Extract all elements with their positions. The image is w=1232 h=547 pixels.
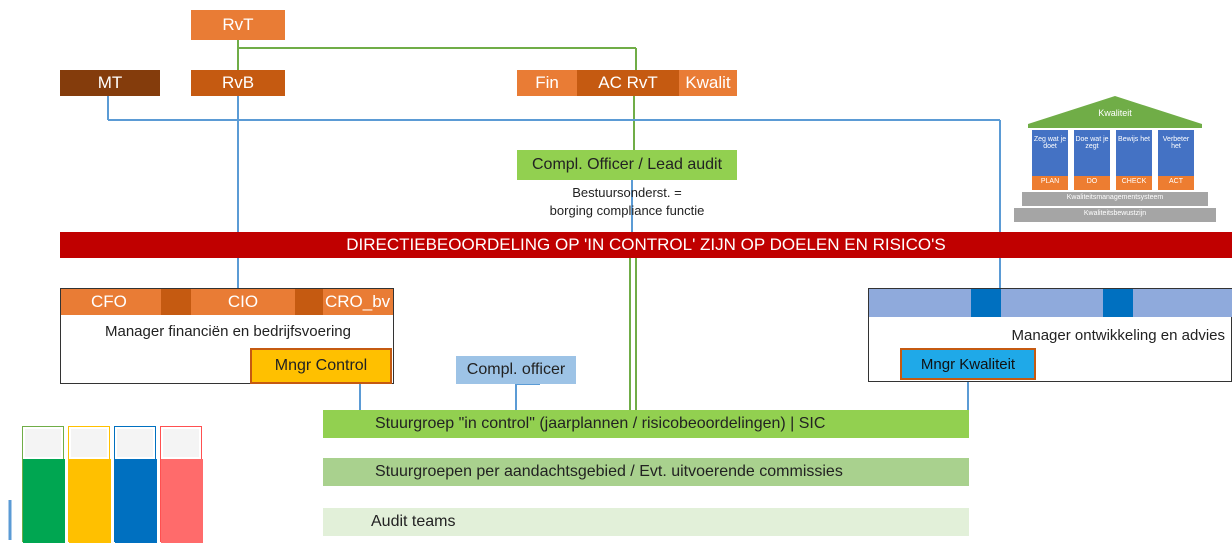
ac-rvt-label: AC RvT xyxy=(598,73,658,92)
temple-roof-label: Kwaliteit xyxy=(1098,108,1132,118)
rvb-label: RvB xyxy=(221,73,255,92)
card-green-body xyxy=(23,459,65,543)
quality-temple: Kwaliteit Zeg wat je doet Doe wat je zeg… xyxy=(1010,96,1220,228)
pillar-4-label: Verbeter het xyxy=(1162,136,1190,150)
directiebeoordeling-banner: DIRECTIEBEOORDELING OP 'IN CONTROL' ZIJN… xyxy=(60,232,1232,258)
cro-label: CRO_bv xyxy=(325,292,391,311)
manager-ontwikkeling-title: Manager ontwikkeling en advies xyxy=(1011,327,1225,344)
temple-drawing xyxy=(1014,96,1216,222)
stuurgroep-label: Stuurgroep "in control" (jaarplannen / r… xyxy=(375,415,826,432)
rvt-label: RvT xyxy=(222,15,254,34)
mngr-control-label: Mngr Control xyxy=(274,357,368,374)
compl-officer-box[interactable]: Compl. officer xyxy=(456,356,576,384)
card-green-image xyxy=(25,429,61,457)
compliance-officer-box[interactable]: Compl. Officer / Lead audit xyxy=(517,150,737,180)
compliance-subtext-1: Bestuursonderst. = xyxy=(572,185,682,200)
mngr-control-box[interactable]: Mngr Control xyxy=(250,348,392,384)
ac-rvt-box[interactable]: AC RvT xyxy=(577,70,679,96)
card-yellow xyxy=(68,426,111,543)
cio-cell[interactable]: CIO xyxy=(191,289,295,315)
manager-ontwikkeling-box[interactable]: Manager ontwikkeling en advies xyxy=(868,288,1232,382)
divider-block-2 xyxy=(295,289,323,315)
card-red-body xyxy=(161,459,203,543)
manager-finance-title: Manager financiën en bedrijfsvoering xyxy=(105,323,351,340)
card-red-image xyxy=(163,429,199,457)
compliance-officer-label: Compl. Officer / Lead audit xyxy=(531,156,723,173)
card-green xyxy=(22,426,65,543)
pillar-2-label: Doe wat je zegt xyxy=(1075,136,1109,150)
card-yellow-body xyxy=(69,459,111,543)
cfo-label: CFO xyxy=(91,292,127,311)
fin-label: Fin xyxy=(535,73,559,92)
right-header-bar xyxy=(869,289,1232,317)
aandacht-label: Stuurgroepen per aandachtsgebied / Evt. … xyxy=(375,463,843,480)
mt-label: MT xyxy=(97,73,123,92)
fin-box[interactable]: Fin xyxy=(517,70,577,96)
pillar-1-label: Zeg wat je doet xyxy=(1033,136,1067,150)
banner-label: DIRECTIEBEOORDELING OP 'IN CONTROL' ZIJN… xyxy=(346,235,946,254)
temple-step-2: Kwaliteitsbewustzijn xyxy=(1083,210,1147,217)
kwalit-box[interactable]: Kwalit xyxy=(679,70,737,96)
pdca-check: CHECK xyxy=(1121,178,1147,185)
card-yellow-image xyxy=(71,429,107,457)
compliance-subtext-2: borging compliance functie xyxy=(549,203,705,218)
mngr-kwaliteit-label: Mngr Kwaliteit xyxy=(920,355,1016,373)
pdca-plan: PLAN xyxy=(1040,178,1060,185)
stuurgroepen-aandachtsgebied-bar[interactable]: Stuurgroepen per aandachtsgebied / Evt. … xyxy=(323,458,969,486)
temple-step-1: Kwaliteitsmanagementsysteem xyxy=(1066,194,1164,201)
compl-officer-label: Compl. officer xyxy=(466,361,566,378)
rvt-box[interactable]: RvT xyxy=(191,10,285,40)
cfo-cell[interactable]: CFO xyxy=(61,289,161,315)
thumbnail-cards xyxy=(22,426,206,544)
stuurgroep-in-control-bar[interactable]: Stuurgroep "in control" (jaarplannen / r… xyxy=(323,410,969,438)
pdca-do: DO xyxy=(1086,178,1098,185)
card-blue-body xyxy=(115,459,157,543)
divider-block-1 xyxy=(161,289,191,315)
audit-teams-bar[interactable]: Audit teams xyxy=(323,508,969,536)
mngr-kwaliteit-box[interactable]: Mngr Kwaliteit xyxy=(900,348,1036,380)
right-header-block-2 xyxy=(1103,289,1133,317)
cio-label: CIO xyxy=(227,292,259,311)
pdca-act: ACT xyxy=(1169,178,1183,185)
pillar-3-label: Bewijs het xyxy=(1118,136,1150,143)
mt-box[interactable]: MT xyxy=(60,70,160,96)
audit-teams-label: Audit teams xyxy=(371,513,456,530)
card-blue xyxy=(114,426,157,543)
right-header-block-1 xyxy=(971,289,1001,317)
card-red xyxy=(160,426,203,543)
rvb-box[interactable]: RvB xyxy=(191,70,285,96)
card-blue-image xyxy=(117,429,153,457)
cro-cell[interactable]: CRO_bv xyxy=(323,289,393,315)
kwalit-label: Kwalit xyxy=(685,73,731,92)
